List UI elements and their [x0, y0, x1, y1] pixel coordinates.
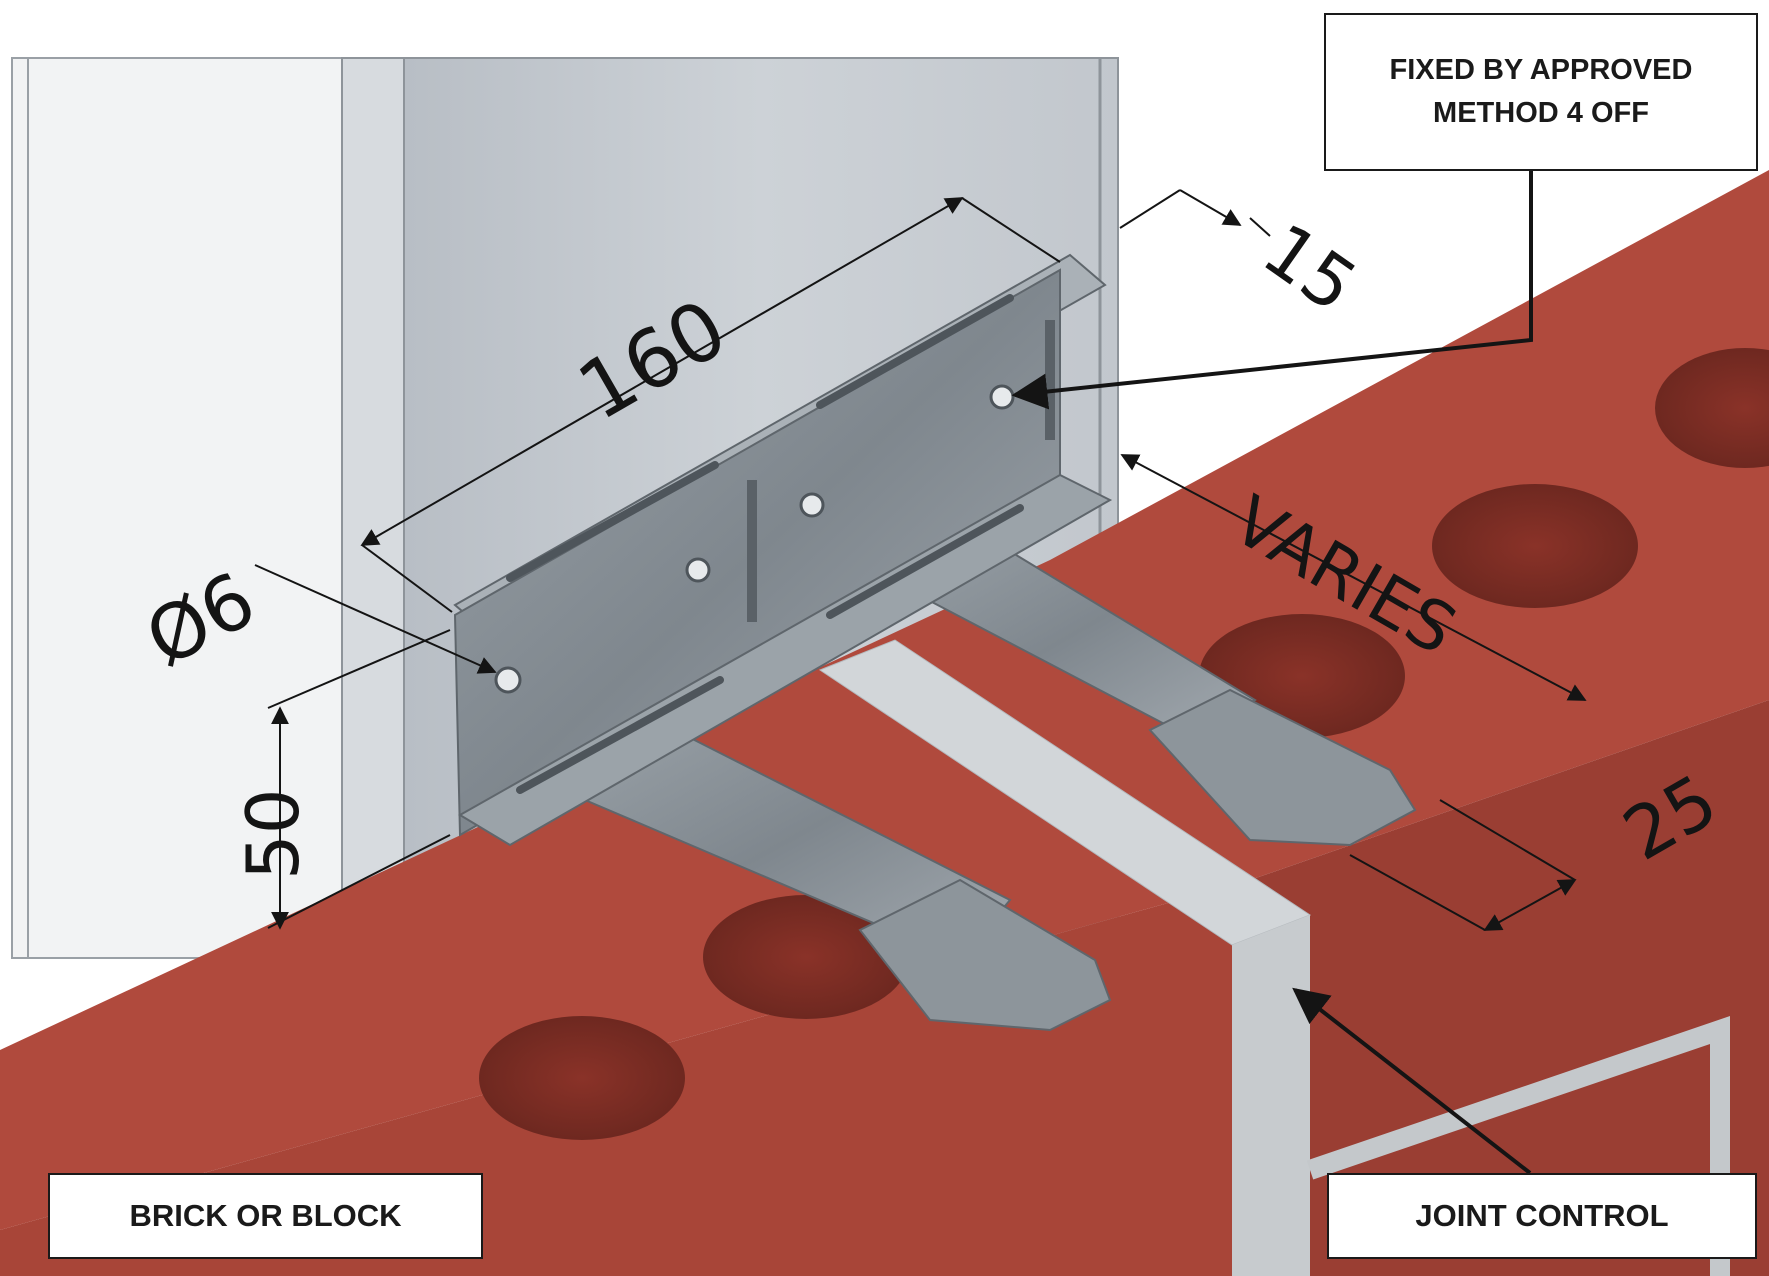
dim-varies-line	[1120, 454, 1587, 701]
brick-front-face	[1250, 700, 1769, 1276]
dim-160-ext	[361, 544, 453, 613]
fixing-hole	[685, 557, 711, 583]
dim-25-ext	[1439, 799, 1576, 881]
dim-15-ext	[1119, 189, 1181, 229]
control-joint-face	[1232, 915, 1310, 1276]
dim-offset-label: 15	[1248, 207, 1371, 328]
bracket-slot	[826, 504, 1024, 619]
brick-hole	[1432, 484, 1638, 608]
fixing-hole	[494, 666, 522, 694]
callout-joint-control: JOINT CONTROL	[1327, 1173, 1757, 1259]
dim-160-ext	[961, 197, 1061, 263]
callout-leaders	[1011, 171, 1533, 1175]
tie-strap-left-end	[858, 878, 1112, 1032]
fixing-hole	[799, 492, 825, 518]
brick-hole	[1655, 348, 1769, 468]
bracket-slot	[516, 676, 724, 794]
brick-hole	[703, 895, 909, 1019]
callout-fixing-method: FIXED BY APPROVED METHOD 4 OFF	[1324, 13, 1758, 171]
brick-hole	[479, 1016, 685, 1140]
callout-joint-text: JOINT CONTROL	[1415, 1198, 1669, 1233]
dimension-lines	[254, 189, 1587, 931]
callout-fixing-text: FIXED BY APPROVED METHOD 4 OFF	[1389, 54, 1693, 129]
dim-15-ext	[1249, 217, 1271, 237]
bracket-bottom-flange	[458, 473, 1113, 847]
leader-joint	[1292, 987, 1532, 1175]
callout-brick-or-block: BRICK OR BLOCK	[48, 1173, 483, 1259]
callout-brick-text: BRICK OR BLOCK	[129, 1198, 402, 1233]
dim-15-line	[1179, 189, 1242, 226]
leader-fixing	[1011, 171, 1533, 410]
fixing-hole	[989, 384, 1015, 410]
dim-dia-leader	[254, 564, 497, 674]
dim-25-line	[1483, 879, 1577, 931]
dim-25-ext	[1349, 854, 1486, 931]
dim-height-label: 50	[231, 788, 315, 880]
dim-50-ext	[267, 629, 451, 709]
dim-160-line	[360, 197, 964, 546]
dim-50-ext	[267, 834, 451, 929]
